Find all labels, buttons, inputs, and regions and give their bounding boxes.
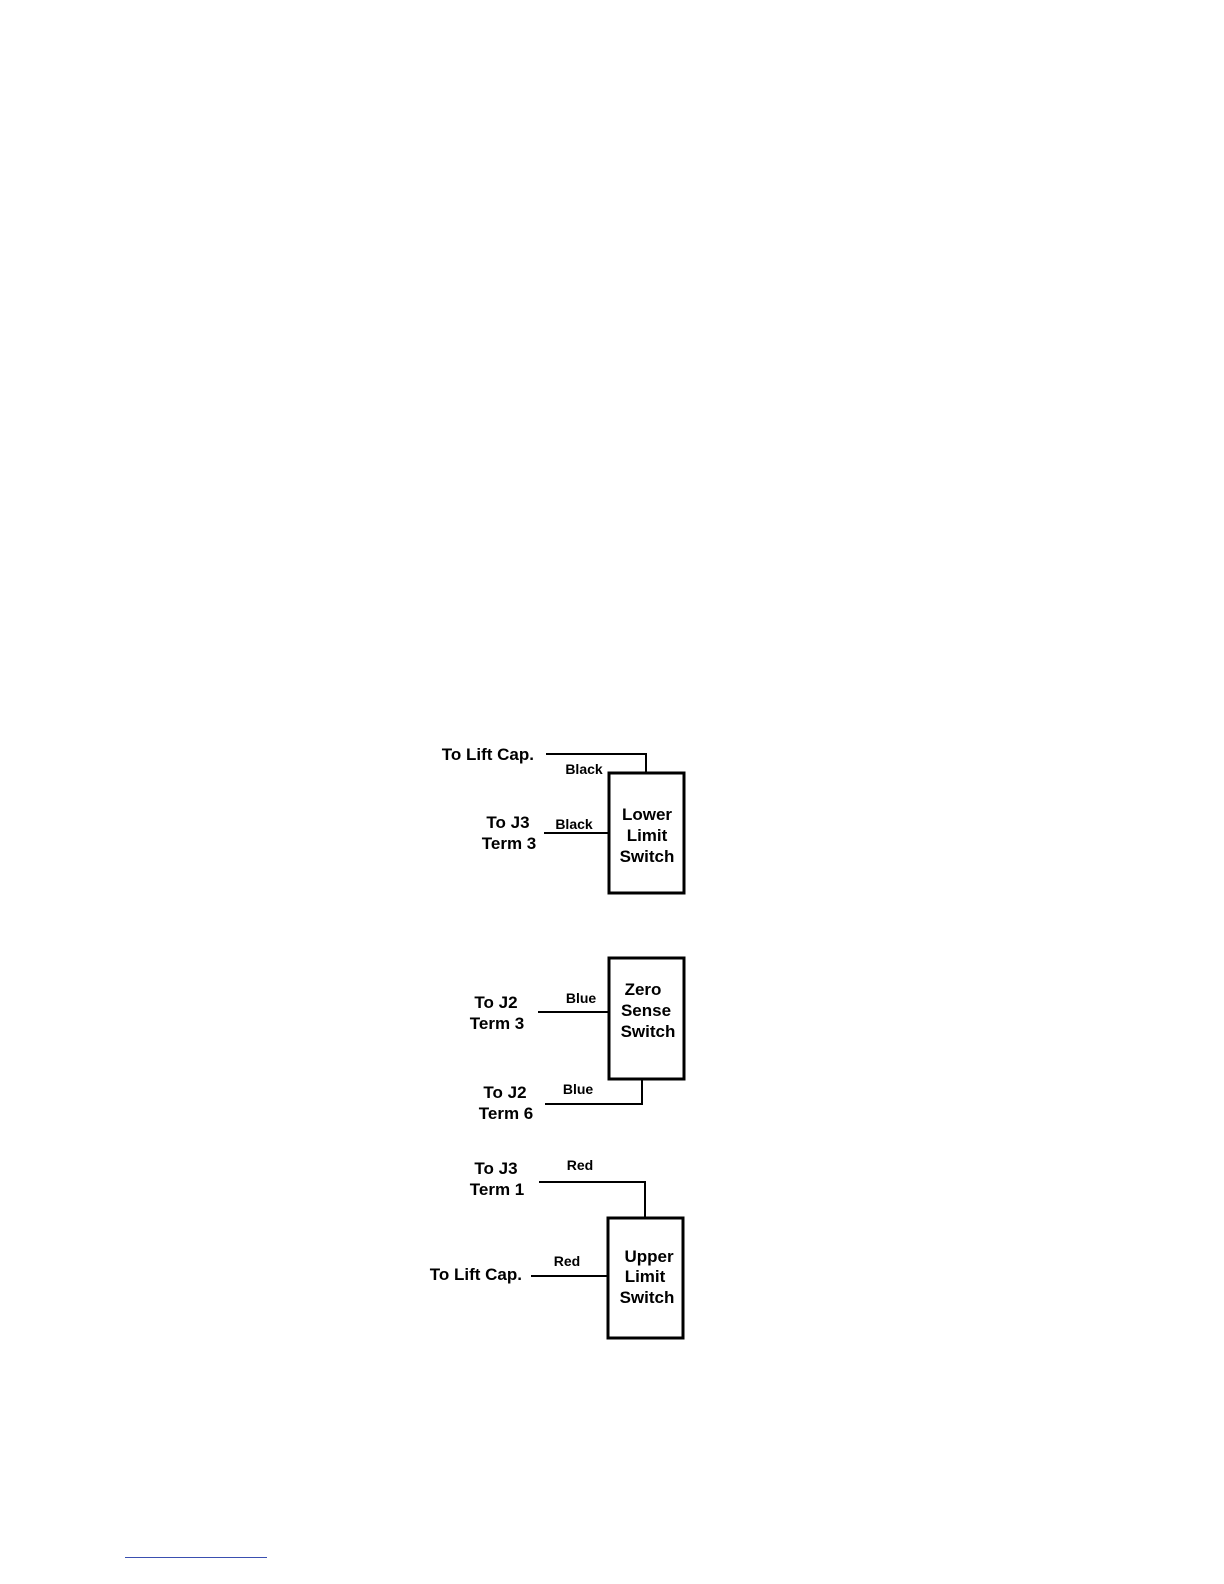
upper-switch-line-1: Upper	[624, 1247, 674, 1266]
zero-bottom-connection-line-1: To J2	[483, 1083, 526, 1102]
upper-limit-switch-group: Upper Limit Switch To J3 Term 1 Red To L…	[430, 1157, 683, 1338]
lower-left-wire-color: Black	[555, 816, 593, 832]
zero-switch-line-1: Zero	[625, 980, 662, 999]
upper-top-wire-color: Red	[567, 1157, 593, 1173]
wire-zero-bottom	[545, 1079, 642, 1104]
zero-left-connection-line-2: Term 3	[470, 1014, 525, 1033]
zero-bottom-connection-line-2: Term 6	[479, 1104, 534, 1123]
zero-sense-switch-group: Zero Sense Switch To J2 Term 3 Blue To J…	[470, 958, 684, 1123]
lower-limit-switch-group: Lower Limit Switch To Lift Cap. Black To…	[442, 745, 684, 893]
upper-left-connection-label: To Lift Cap.	[430, 1265, 522, 1284]
upper-switch-line-2: Limit	[625, 1267, 666, 1286]
lower-top-connection-label: To Lift Cap.	[442, 745, 534, 764]
upper-top-connection-line-1: To J3	[474, 1159, 517, 1178]
lower-switch-line-2: Limit	[627, 826, 668, 845]
footnote-separator	[125, 1557, 267, 1558]
zero-bottom-wire-color: Blue	[563, 1081, 594, 1097]
upper-top-connection-line-2: Term 1	[470, 1180, 525, 1199]
upper-switch-line-3: Switch	[620, 1288, 675, 1307]
lower-switch-line-1: Lower	[622, 805, 672, 824]
zero-left-connection-line-1: To J2	[474, 993, 517, 1012]
lower-switch-line-3: Switch	[620, 847, 675, 866]
lower-left-connection-line-2: Term 3	[482, 834, 537, 853]
lower-top-wire-color: Black	[565, 761, 603, 777]
zero-left-wire-color: Blue	[566, 990, 597, 1006]
wire-upper-top	[539, 1182, 645, 1218]
zero-switch-line-3: Switch	[621, 1022, 676, 1041]
upper-left-wire-color: Red	[554, 1253, 580, 1269]
zero-switch-line-2: Sense	[621, 1001, 671, 1020]
lower-left-connection-line-1: To J3	[486, 813, 529, 832]
